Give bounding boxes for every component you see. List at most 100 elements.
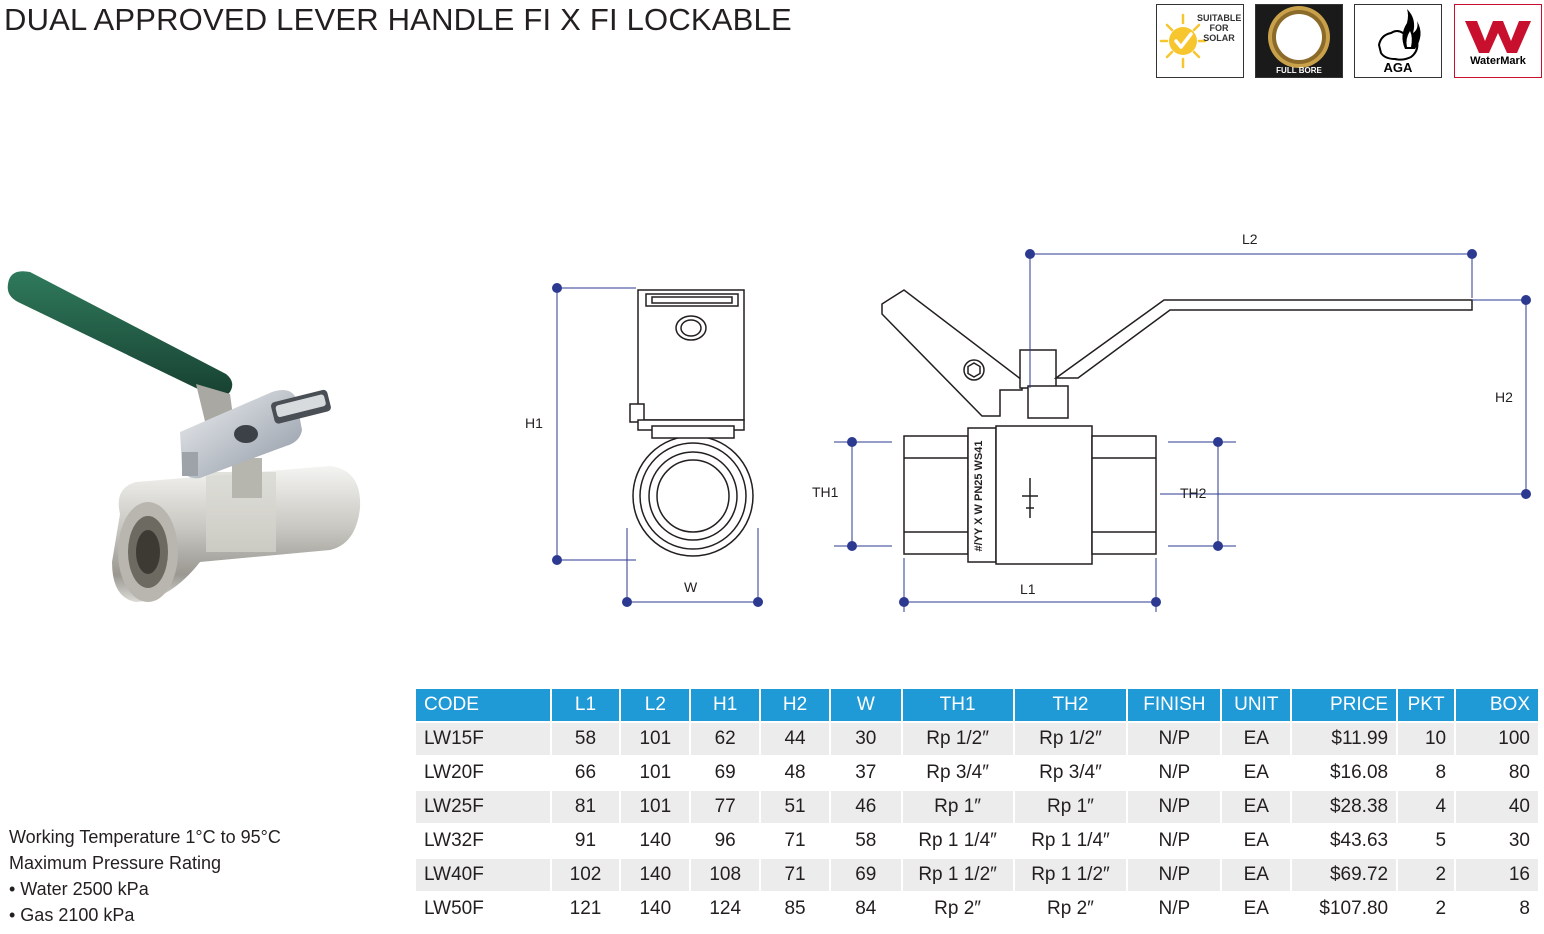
cell-unit: EA: [1222, 791, 1291, 823]
header-finish: FINISH: [1128, 689, 1221, 721]
dim-label-l2: L2: [1242, 231, 1258, 247]
cell-w: 84: [830, 893, 901, 925]
header-price: PRICE: [1292, 689, 1397, 721]
cell-l1: 58: [551, 723, 620, 755]
aga-label: AGA: [1383, 60, 1413, 75]
cell-l2: 140: [621, 859, 690, 891]
full-bore-badge: FULL BORE: [1255, 4, 1343, 78]
table-row: LW40F 102 140 108 71 69 Rp 1 1/2″ Rp 1 1…: [416, 859, 1538, 891]
table-row: LW50F 121 140 124 85 84 Rp 2″ Rp 2″ N/P …: [416, 893, 1538, 925]
cell-h1: 124: [691, 893, 760, 925]
cell-th2: Rp 1″: [1014, 791, 1127, 823]
spec-max-pressure: Maximum Pressure Rating: [9, 853, 222, 873]
cell-code: LW20F: [416, 757, 550, 789]
cell-l2: 101: [621, 791, 690, 823]
cell-price: $43.63: [1292, 825, 1397, 857]
cell-th2: Rp 2″: [1014, 893, 1127, 925]
watermark-w-icon: [1465, 21, 1531, 53]
header-th1: TH1: [902, 689, 1013, 721]
cell-finish: N/P: [1128, 757, 1221, 789]
dimension-drawing: #/YY X W PN25 WS41: [525, 231, 1531, 612]
cell-l1: 66: [551, 757, 620, 789]
dim-label-l1: L1: [1020, 581, 1036, 597]
cell-unit: EA: [1222, 893, 1291, 925]
cell-h2: 51: [761, 791, 829, 823]
dim-label-h1: H1: [525, 415, 543, 431]
header-l2: L2: [621, 689, 690, 721]
watermark-badge: WaterMark: [1454, 4, 1542, 78]
cell-price: $11.99: [1292, 723, 1397, 755]
sun-check-icon: [1159, 13, 1207, 69]
dim-label-h2: H2: [1495, 389, 1513, 405]
cell-box: 40: [1456, 791, 1538, 823]
cell-th1: Rp 1 1/4″: [902, 825, 1013, 857]
cell-l1: 91: [551, 825, 620, 857]
aga-badge: AGA: [1354, 4, 1442, 78]
cell-h2: 44: [761, 723, 829, 755]
certification-badges: SUITABLE FOR SOLAR FULL BORE AGA WaterMa…: [1156, 4, 1544, 82]
cell-h2: 71: [761, 859, 829, 891]
cell-box: 8: [1456, 893, 1538, 925]
cell-unit: EA: [1222, 859, 1291, 891]
cell-price: $69.72: [1292, 859, 1397, 891]
cell-code: LW15F: [416, 723, 550, 755]
cell-pkt: 2: [1398, 893, 1455, 925]
cell-code: LW50F: [416, 893, 550, 925]
dim-label-th2: TH2: [1180, 485, 1207, 501]
cell-box: 16: [1456, 859, 1538, 891]
cell-th2: Rp 1 1/4″: [1014, 825, 1127, 857]
aga-flame-map-icon: [1377, 9, 1421, 61]
table-row: LW32F 91 140 96 71 58 Rp 1 1/4″ Rp 1 1/4…: [416, 825, 1538, 857]
cell-finish: N/P: [1128, 791, 1221, 823]
solar-badge: SUITABLE FOR SOLAR: [1156, 4, 1244, 78]
cell-l1: 102: [551, 859, 620, 891]
header-box: BOX: [1456, 689, 1538, 721]
full-bore-ring-icon: [1268, 6, 1330, 68]
cell-price: $28.38: [1292, 791, 1397, 823]
cell-price: $16.08: [1292, 757, 1397, 789]
cell-h2: 85: [761, 893, 829, 925]
cell-code: LW25F: [416, 791, 550, 823]
header-l1: L1: [551, 689, 620, 721]
cell-box: 100: [1456, 723, 1538, 755]
cell-h1: 62: [691, 723, 760, 755]
cell-pkt: 2: [1398, 859, 1455, 891]
header-h2: H2: [761, 689, 829, 721]
front-view: [881, 289, 1473, 565]
spec-working-temperature: Working Temperature 1°C to 95°C: [9, 827, 281, 847]
cell-w: 58: [830, 825, 901, 857]
cell-finish: N/P: [1128, 723, 1221, 755]
cell-code: LW32F: [416, 825, 550, 857]
table-header-row: CODE L1 L2 H1 H2 W TH1 TH2 FINISH UNIT P…: [416, 689, 1538, 721]
cell-l2: 140: [621, 893, 690, 925]
cell-l1: 81: [551, 791, 620, 823]
cell-h1: 96: [691, 825, 760, 857]
cell-price: $107.80: [1292, 893, 1397, 925]
header-code: CODE: [416, 689, 550, 721]
cell-w: 69: [830, 859, 901, 891]
product-table: CODE L1 L2 H1 H2 W TH1 TH2 FINISH UNIT P…: [414, 687, 1540, 927]
cell-finish: N/P: [1128, 859, 1221, 891]
cell-l2: 101: [621, 723, 690, 755]
solar-badge-label: SUITABLE FOR SOLAR: [1197, 13, 1242, 43]
cell-h1: 77: [691, 791, 760, 823]
cell-th1: Rp 1″: [902, 791, 1013, 823]
cell-finish: N/P: [1128, 893, 1221, 925]
header-w: W: [830, 689, 901, 721]
header-h1: H1: [691, 689, 760, 721]
cell-pkt: 8: [1398, 757, 1455, 789]
cell-th1: Rp 2″: [902, 893, 1013, 925]
cell-w: 46: [830, 791, 901, 823]
table-row: LW15F 58 101 62 44 30 Rp 1/2″ Rp 1/2″ N/…: [416, 723, 1538, 755]
cell-finish: N/P: [1128, 825, 1221, 857]
cell-h2: 71: [761, 825, 829, 857]
spec-gas-pressure: • Gas 2100 kPa: [9, 905, 135, 925]
cell-l1: 121: [551, 893, 620, 925]
dim-label-w: W: [684, 579, 698, 595]
cell-l2: 101: [621, 757, 690, 789]
cell-th2: Rp 1 1/2″: [1014, 859, 1127, 891]
cell-h1: 69: [691, 757, 760, 789]
cell-pkt: 5: [1398, 825, 1455, 857]
cell-w: 37: [830, 757, 901, 789]
header-pkt: PKT: [1398, 689, 1455, 721]
